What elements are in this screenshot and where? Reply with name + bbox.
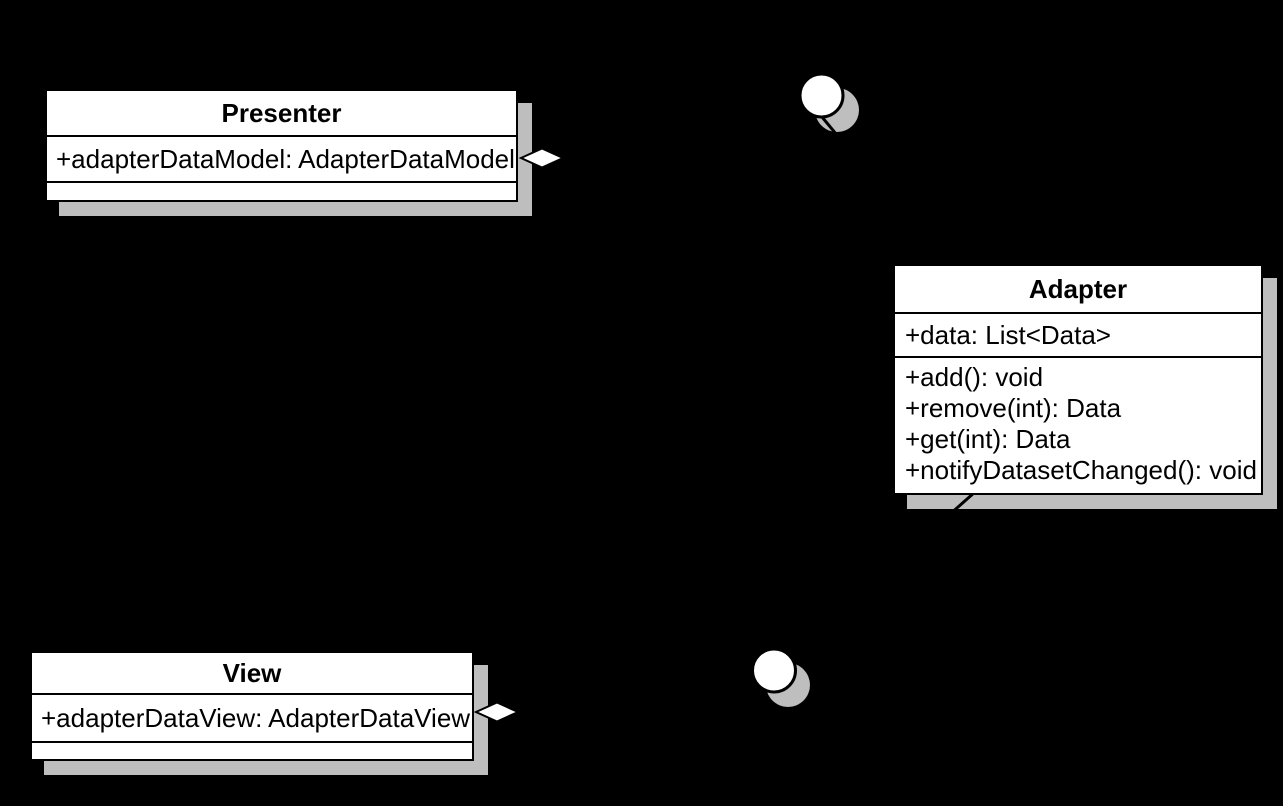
interface-lollipop-bottom-icon — [751, 647, 797, 694]
presenter-attributes-compartment: +adapterDataModel: AdapterDataModel — [47, 137, 516, 183]
provided-interface-line-adapter-bottom — [773, 490, 976, 672]
aggregation-line-view-to-interface — [517, 669, 772, 714]
class-box-view: View +adapterDataView: AdapterDataView — [30, 651, 474, 761]
adapter-attributes-compartment: +data: List<Data> — [895, 314, 1261, 358]
method-row: +add(): void — [905, 362, 1044, 392]
method-row: +notifyDatasetChanged(): void — [905, 455, 1257, 485]
adapter-operations-compartment: +add(): void +remove(int): Data +get(int… — [895, 358, 1261, 493]
method-row: +get(int): Data — [905, 424, 1071, 454]
attribute-row: +adapterDataView: AdapterDataView — [41, 702, 471, 733]
interface-lollipop-top-icon — [798, 72, 845, 119]
method-row: +remove(int): Data — [905, 393, 1122, 423]
aggregation-line-presenter-to-interface — [562, 94, 822, 160]
attribute-row: +adapterDataModel: AdapterDataModel — [56, 143, 515, 174]
presenter-operations-compartment-empty — [47, 183, 516, 200]
class-title-view: View — [32, 653, 472, 695]
aggregation-diamond-presenter-icon — [518, 147, 566, 169]
view-attributes-compartment: +adapterDataView: AdapterDataView — [32, 695, 472, 743]
class-box-adapter: Adapter +data: List<Data> +add(): void +… — [893, 264, 1263, 495]
aggregation-diamond-view-icon — [473, 701, 521, 723]
class-title-presenter: Presenter — [47, 91, 516, 137]
class-box-presenter: Presenter +adapterDataModel: AdapterData… — [45, 89, 518, 202]
attribute-row: +data: List<Data> — [905, 319, 1111, 350]
provided-interface-line-adapter-top — [820, 116, 946, 265]
class-title-adapter: Adapter — [895, 266, 1261, 314]
view-operations-compartment-empty — [32, 743, 472, 759]
